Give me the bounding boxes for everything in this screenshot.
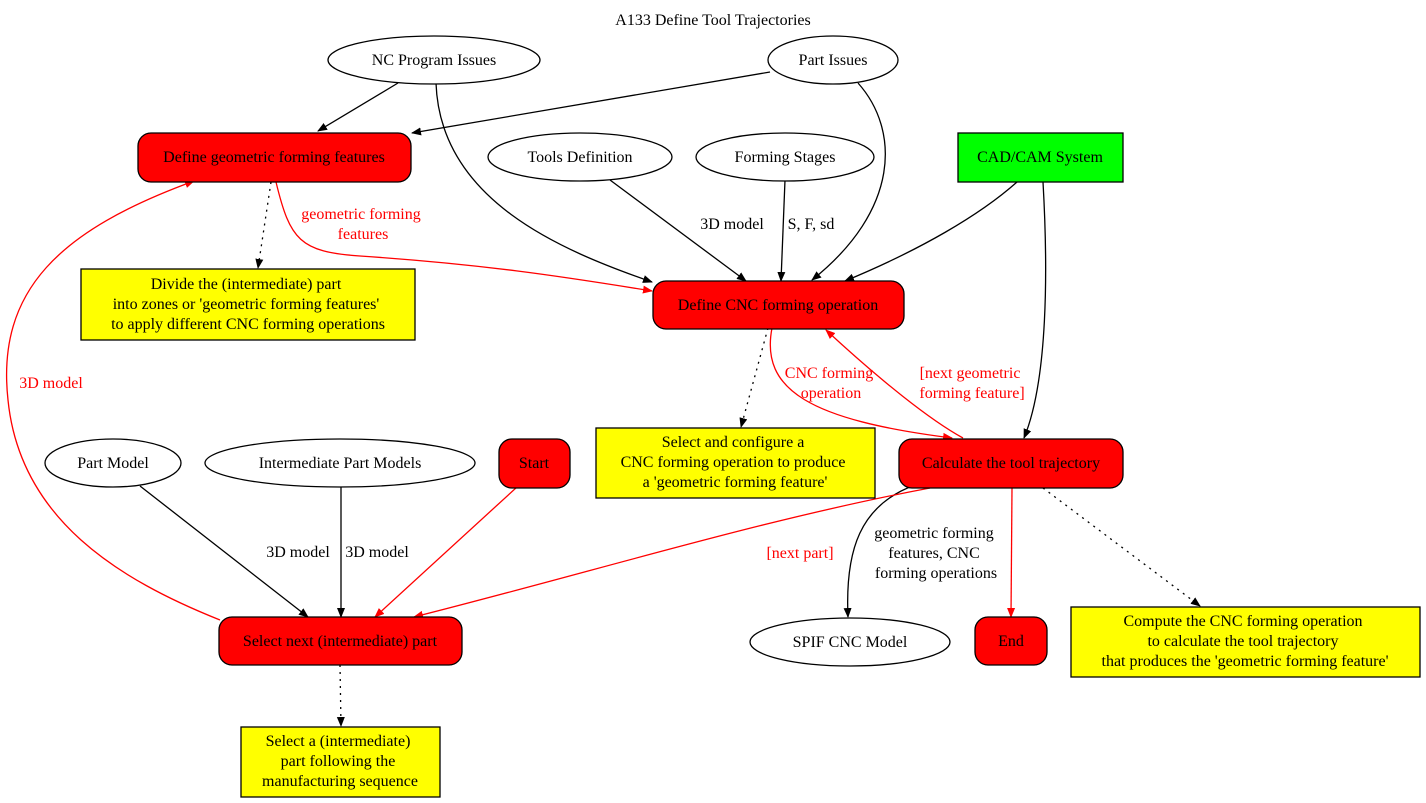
node-nc-program-issues-label: NC Program Issues: [372, 52, 496, 69]
label-loop-3d-model: 3D model: [19, 375, 83, 392]
edge-define-geometric-to-note: [255, 181, 272, 269]
node-define-geometric-features-label: Define geometric forming features: [163, 149, 385, 166]
node-select-next-part[interactable]: Select next (intermediate) part: [218, 616, 463, 666]
node-part-model-label: Part Model: [77, 455, 149, 472]
node-start-label: Start: [519, 455, 550, 472]
node-tools-definition-label: Tools Definition: [527, 149, 632, 166]
node-select-next-part-label: Select next (intermediate) part: [243, 633, 438, 650]
edges: [6, 71, 1201, 727]
edge-define-cnc-to-calculate: [769, 327, 953, 441]
edge-calculate-to-note: [1042, 487, 1201, 607]
node-calculate-tool-trajectory[interactable]: Calculate the tool trajectory: [898, 438, 1124, 489]
edge-stages-to-define-cnc: [777, 179, 786, 282]
node-end[interactable]: End: [974, 616, 1048, 666]
note-select-part-text: Select a (intermediate) part following t…: [262, 733, 418, 790]
edge-calculate-to-select-next: [413, 487, 931, 619]
node-intermediate-part-models[interactable]: Intermediate Part Models: [204, 438, 476, 488]
node-nc-program-issues[interactable]: NC Program Issues: [327, 35, 541, 85]
edge-cadcam-to-calculate: [1023, 181, 1047, 439]
label-geo-features: geometric forming features: [301, 206, 425, 243]
edge-part-model-to-select-next: [139, 485, 309, 618]
label-next-part: [next part]: [766, 545, 833, 562]
node-define-geometric-features[interactable]: Define geometric forming features: [137, 132, 412, 183]
edge-tools-to-define-cnc: [609, 179, 747, 282]
edge-calculate-to-define-cnc: [825, 329, 964, 439]
label-spif-out: geometric forming features, CNC forming …: [874, 525, 998, 582]
node-tools-definition[interactable]: Tools Definition: [487, 132, 673, 182]
edge-nc-to-define-cnc: [435, 82, 653, 283]
edge-labels: geometric forming features 3D model S, F…: [19, 206, 1024, 582]
label-inter-3d-model: 3D model: [345, 544, 409, 561]
label-tools-3d-model: 3D model: [700, 216, 764, 233]
node-end-label: End: [998, 633, 1024, 650]
edge-define-cnc-to-note: [739, 327, 769, 428]
edge-start-to-select-next: [374, 486, 518, 618]
note-divide-part: Divide the (intermediate) part into zone…: [80, 268, 416, 341]
edge-calculate-to-end: [1007, 487, 1016, 618]
edge-calculate-to-spif: [843, 484, 916, 618]
label-next-geometric: [next geometric forming feature]: [919, 365, 1024, 402]
node-intermediate-part-models-label: Intermediate Part Models: [259, 455, 422, 472]
label-part-3d-model: 3D model: [266, 544, 330, 561]
node-calculate-tool-trajectory-label: Calculate the tool trajectory: [922, 455, 1100, 472]
edge-define-geometric-to-define-cnc: [275, 181, 653, 294]
label-cnc-operation: CNC forming operation: [785, 365, 877, 402]
node-forming-stages-label: Forming Stages: [735, 149, 836, 166]
note-select-configure: Select and configure a CNC forming opera…: [595, 427, 876, 499]
edge-select-next-to-note: [336, 664, 345, 727]
node-start[interactable]: Start: [498, 438, 571, 489]
edge-nc-to-define-geometric: [317, 82, 399, 132]
node-part-model[interactable]: Part Model: [44, 438, 182, 488]
nodes: NC Program Issues Part Issues Tools Defi…: [44, 35, 1421, 798]
label-stages-sfsd: S, F, sd: [788, 216, 835, 233]
note-select-part: Select a (intermediate) part following t…: [240, 726, 441, 798]
diagram-title: A133 Define Tool Trajectories: [615, 12, 810, 29]
edge-part-issues-to-define-geometric: [411, 71, 771, 136]
note-compute-operation: Compute the CNC forming operation to cal…: [1070, 606, 1421, 678]
note-divide-part-text: Divide the (intermediate) part into zone…: [111, 276, 385, 333]
note-compute-operation-text: Compute the CNC forming operation to cal…: [1102, 613, 1389, 670]
node-cad-cam-system-label: CAD/CAM System: [977, 149, 1103, 166]
node-forming-stages[interactable]: Forming Stages: [695, 132, 875, 182]
node-part-issues-label: Part Issues: [799, 52, 868, 69]
node-spif-cnc-model[interactable]: SPIF CNC Model: [749, 617, 951, 667]
note-select-configure-text: Select and configure a CNC forming opera…: [621, 434, 850, 491]
node-cad-cam-system[interactable]: CAD/CAM System: [957, 132, 1124, 183]
node-part-issues[interactable]: Part Issues: [767, 35, 899, 85]
edge-select-next-to-define-geometric: [6, 180, 221, 621]
edge-part-issues-to-define-cnc: [811, 82, 886, 281]
node-define-cnc-forming-operation-label: Define CNC forming operation: [678, 297, 878, 314]
node-spif-cnc-model-label: SPIF CNC Model: [793, 634, 908, 651]
node-define-cnc-forming-operation[interactable]: Define CNC forming operation: [652, 280, 905, 330]
edge-cadcam-to-define-cnc: [844, 181, 1018, 282]
